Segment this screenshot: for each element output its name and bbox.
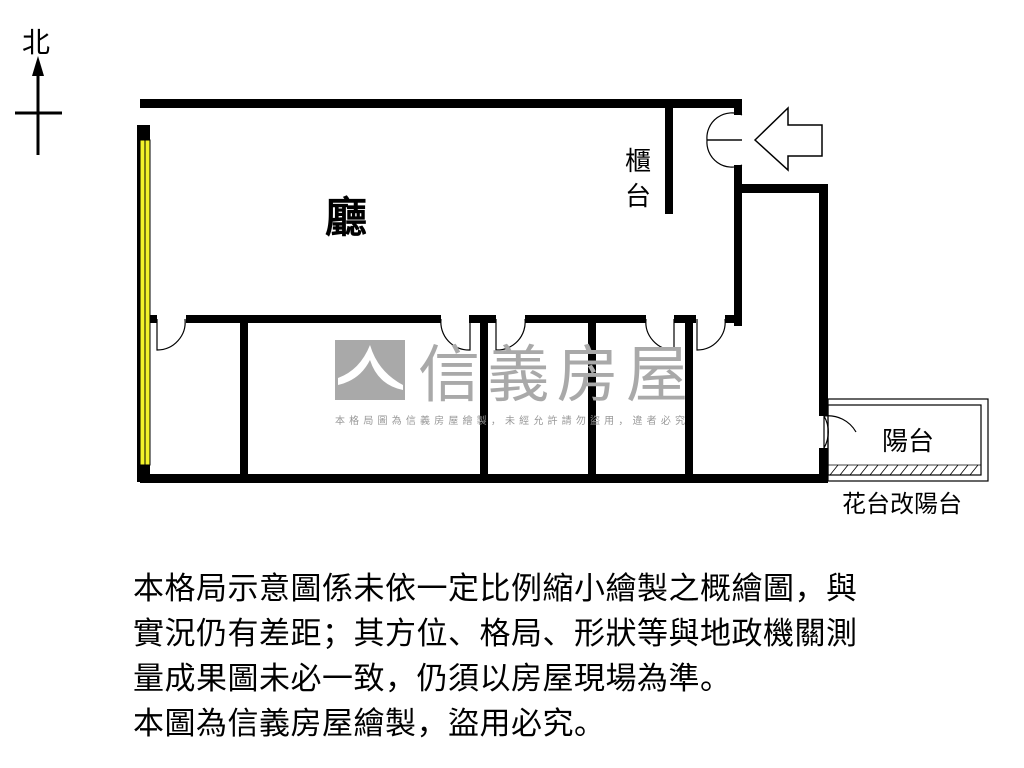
door	[645, 318, 675, 351]
counter-label: 台	[625, 182, 651, 212]
door	[495, 318, 526, 351]
balcony-label: 陽台	[882, 427, 934, 457]
door	[440, 318, 471, 351]
door	[696, 318, 726, 351]
disclaimer-line: 本格局示意圖係未依一定比例縮小繪製之概繪圖，與	[133, 571, 858, 607]
room-labels: 廳 櫃 台 陽台 花台改陽台	[325, 147, 962, 518]
living-room-label: 廳	[325, 193, 367, 242]
disclaimer-line: 量成果圖未必一致，仍須以房屋現場為準。	[133, 661, 732, 697]
north-arrow-icon: 北	[15, 26, 62, 155]
entrance-door	[706, 139, 743, 168]
door	[156, 318, 186, 351]
entrance-door	[706, 112, 743, 141]
balcony	[827, 398, 989, 482]
watermark: 信義房屋 本格局圖為信義房屋繪製，未經允許請勿盜用，違者必究	[335, 338, 688, 427]
planter-note: 花台改陽台	[842, 490, 962, 518]
counter-label: 櫃	[625, 147, 651, 177]
north-label: 北	[22, 26, 50, 59]
watermark-notice: 本格局圖為信義房屋繪製，未經允許請勿盜用，違者必究	[335, 414, 685, 427]
walls	[137, 99, 828, 483]
copyright-line: 本圖為信義房屋繪製，盜用必究。	[133, 706, 606, 742]
entrance-arrow-icon	[753, 106, 823, 172]
window	[139, 139, 151, 466]
watermark-brand: 信義房屋	[418, 338, 688, 411]
disclaimer-line: 實況仍有差距；其方位、格局、形狀等與地政機關測	[133, 616, 858, 652]
